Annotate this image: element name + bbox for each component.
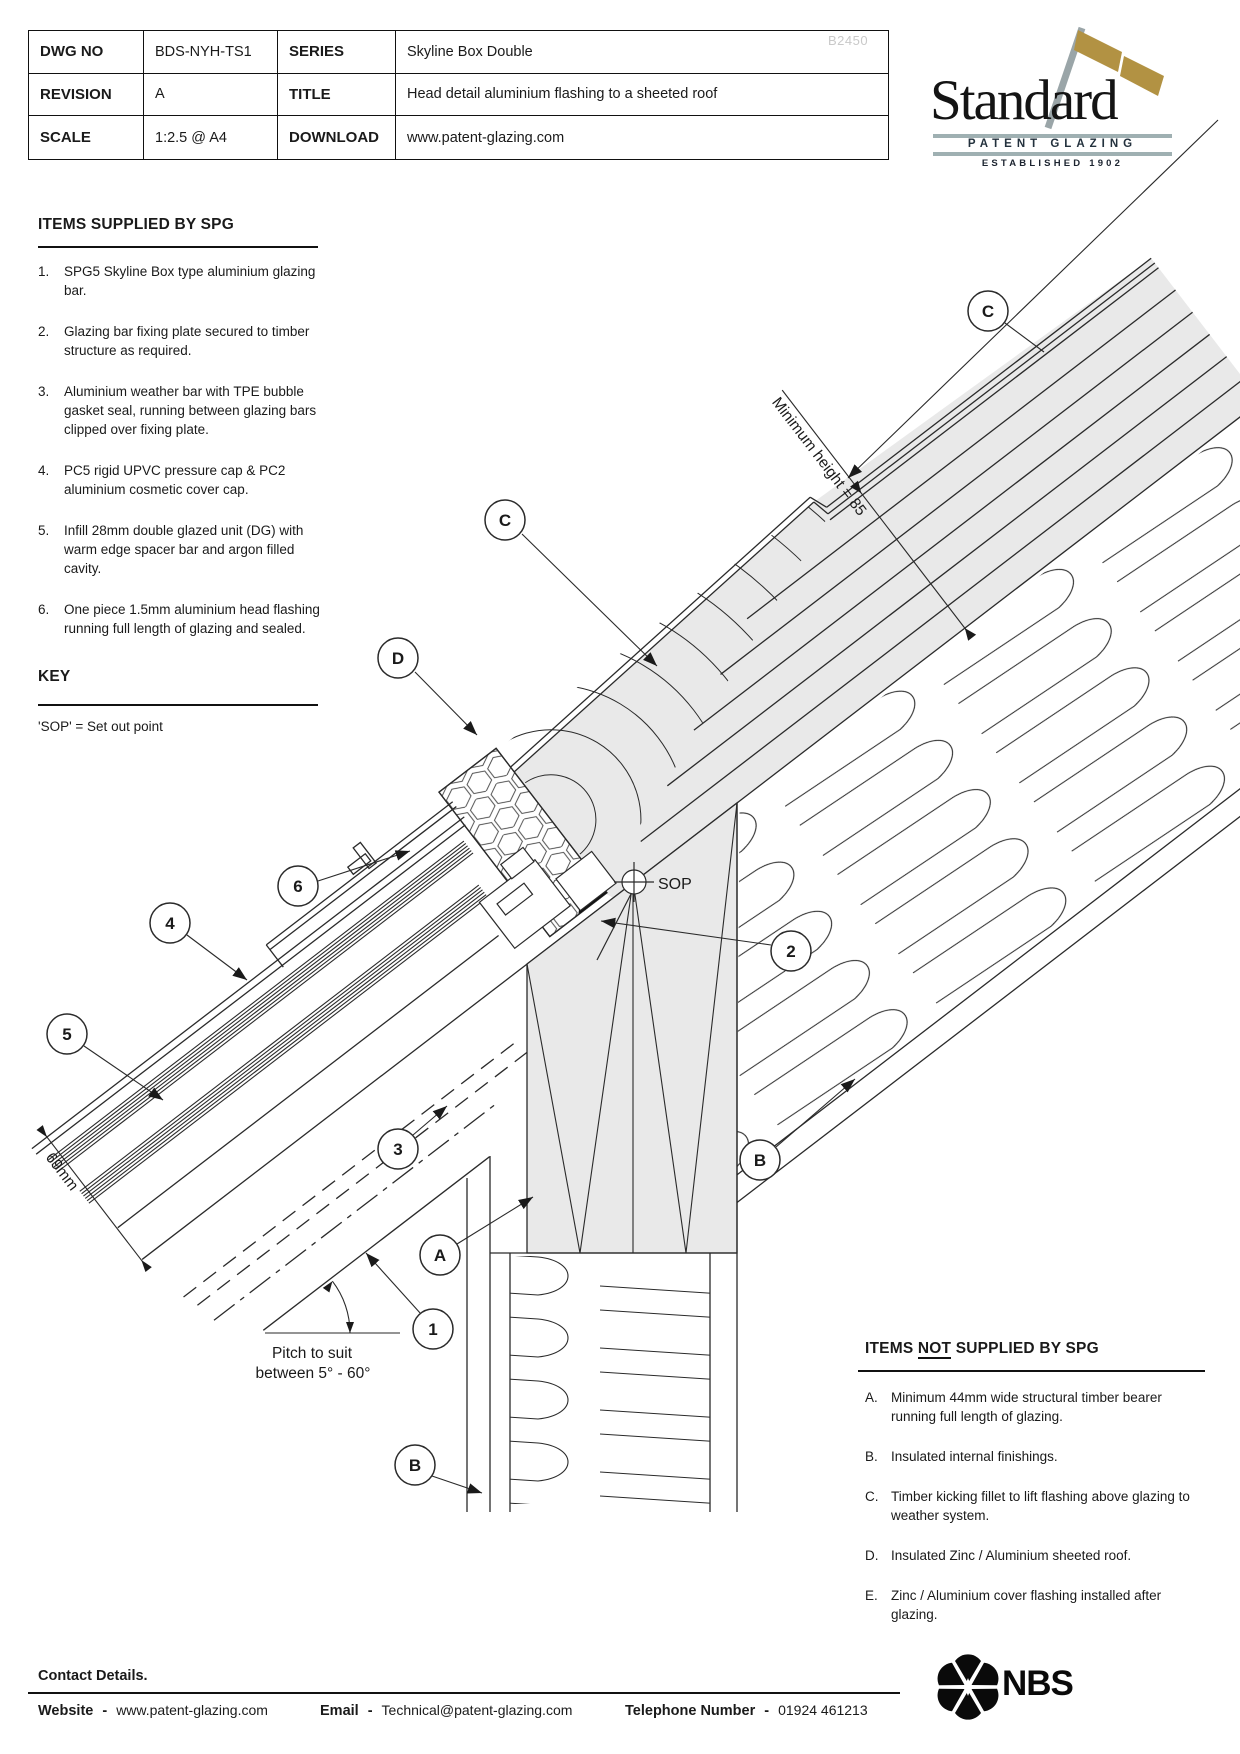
title-label: TITLE	[278, 73, 396, 117]
svg-text:1: 1	[428, 1320, 437, 1339]
logo-rule-bottom	[933, 152, 1172, 156]
logo-rule-top	[933, 134, 1172, 138]
phone-value: 01924 461213	[778, 1702, 868, 1718]
list-item: A.Minimum 44mm wide structural timber be…	[865, 1390, 1162, 1424]
list-item: B.Insulated internal finishings.	[865, 1449, 1058, 1464]
wall-insulation-loops	[510, 1256, 710, 1504]
wall-assembly	[466, 803, 738, 1512]
key-heading: KEY	[38, 668, 71, 685]
svg-text:B: B	[754, 1151, 766, 1170]
svg-text:5: 5	[62, 1025, 71, 1044]
logo-wordmark: Standard	[930, 69, 1119, 132]
roof-sheet-fill	[464, 258, 1240, 898]
footer-rule	[28, 1692, 900, 1694]
phone-label: Telephone Number	[625, 1703, 756, 1719]
list-item: E.Zinc / Aluminium cover flashing instal…	[865, 1588, 1162, 1622]
svg-text:2: 2	[786, 942, 795, 961]
callout-c-top-right[interactable]: C	[967, 290, 1009, 332]
callout-5[interactable]: 5	[46, 1013, 88, 1055]
callout-6[interactable]: 6	[277, 865, 319, 907]
leader-lines	[83, 119, 1219, 1494]
list-item: 6.One piece 1.5mm aluminium head flashin…	[38, 602, 320, 636]
nbs-wordmark: NBS	[1002, 1664, 1074, 1703]
callout-bubbles: C C D 6 4 5 3	[46, 290, 1009, 1486]
contact-heading: Contact Details.	[38, 1668, 148, 1684]
watermark: B2450	[828, 33, 869, 48]
svg-text:3: 3	[393, 1140, 402, 1159]
pitch-annotation	[265, 1280, 400, 1334]
website-label: Website	[38, 1703, 94, 1719]
callout-a[interactable]: A	[419, 1234, 461, 1276]
scale-label: SCALE	[29, 116, 144, 159]
series-label: SERIES	[278, 31, 396, 74]
dwg-no-value: BDS-NYH-TS1	[144, 31, 278, 74]
roof-glazing-group: 69mm Minimum height = 85	[31, 257, 1240, 1331]
list-item: 3.Aluminium weather bar with TPE bubble …	[38, 384, 317, 437]
svg-text:C: C	[982, 302, 994, 321]
revision-label: REVISION	[29, 73, 144, 117]
not-supplied-rule	[858, 1370, 1205, 1372]
pitch-label-line1: Pitch to suit	[272, 1345, 353, 1362]
callout-b-left[interactable]: B	[394, 1444, 436, 1486]
nbs-icon	[937, 1654, 999, 1720]
supplied-items-list: 1.SPG5 Skyline Box type aluminium glazin…	[38, 262, 326, 660]
sop-label: SOP	[658, 876, 692, 893]
flag-icon	[1044, 26, 1164, 130]
callout-d[interactable]: D	[377, 637, 419, 679]
roof-insulation-loops	[562, 404, 1240, 1169]
callout-3[interactable]: 3	[377, 1128, 419, 1170]
supplied-rule	[38, 246, 318, 248]
dwg-no-label: DWG NO	[29, 31, 144, 74]
series-value: Skyline Box Double	[396, 31, 888, 74]
list-item: 1.SPG5 Skyline Box type aluminium glazin…	[38, 264, 316, 298]
svg-text:B: B	[409, 1456, 421, 1475]
sop-marker	[596, 862, 654, 961]
email-pair: Email-Technical@patent-glazing.com	[320, 1702, 573, 1719]
company-logo	[930, 20, 1180, 180]
email-value[interactable]: Technical@patent-glazing.com	[381, 1702, 573, 1718]
svg-text:A: A	[434, 1246, 446, 1265]
logo-subtitle: PATENT GLAZING	[967, 137, 1138, 150]
list-item: 2.Glazing bar fixing plate secured to ti…	[38, 324, 310, 358]
pitch-label-line2: between 5° - 60°	[256, 1365, 371, 1382]
website-value[interactable]: www.patent-glazing.com	[116, 1702, 268, 1718]
list-item: D.Insulated Zinc / Aluminium sheeted roo…	[865, 1548, 1132, 1563]
title-value: Head detail aluminium flashing to a shee…	[396, 74, 888, 117]
website-pair: Website-www.patent-glazing.com	[38, 1702, 268, 1719]
callout-b-right[interactable]: B	[739, 1139, 781, 1181]
scale-value: 1:2.5 @ A4	[144, 116, 278, 159]
title-block: DWG NO BDS-NYH-TS1 SERIES Skyline Box Do…	[28, 30, 889, 160]
glazing-bar-assembly	[31, 801, 535, 1331]
callout-1[interactable]: 1	[412, 1308, 454, 1350]
phone-pair: Telephone Number-01924 461213	[625, 1702, 868, 1719]
download-label: DOWNLOAD	[278, 116, 396, 159]
svg-text:6: 6	[293, 877, 302, 896]
list-item: C.Timber kicking fillet to lift flashing…	[865, 1489, 1190, 1523]
revision-value: A	[144, 73, 278, 117]
svg-text:C: C	[499, 511, 511, 530]
list-item: 5.Infill 28mm double glazed unit (DG) wi…	[38, 523, 304, 576]
callout-4[interactable]: 4	[149, 902, 191, 944]
head-flashing-line	[463, 501, 815, 818]
not-supplied-heading: ITEMS NOT SUPPLIED BY SPG	[865, 1340, 1099, 1359]
callout-c-mid-left[interactable]: C	[484, 499, 526, 541]
supplied-heading: ITEMS SUPPLIED BY SPG	[38, 216, 234, 233]
key-note: 'SOP' = Set out point	[38, 719, 163, 734]
not-supplied-items-list: A.Minimum 44mm wide structural timber be…	[865, 1388, 1210, 1645]
svg-text:D: D	[392, 649, 404, 668]
key-rule	[38, 704, 318, 706]
download-value[interactable]: www.patent-glazing.com	[407, 129, 565, 146]
email-label: Email	[320, 1703, 359, 1719]
svg-text:4: 4	[165, 914, 175, 933]
callout-2[interactable]: 2	[770, 930, 812, 972]
list-item: 4.PC5 rigid UPVC pressure cap & PC2 alum…	[38, 463, 286, 497]
logo-established: ESTABLISHED 1902	[981, 158, 1124, 169]
